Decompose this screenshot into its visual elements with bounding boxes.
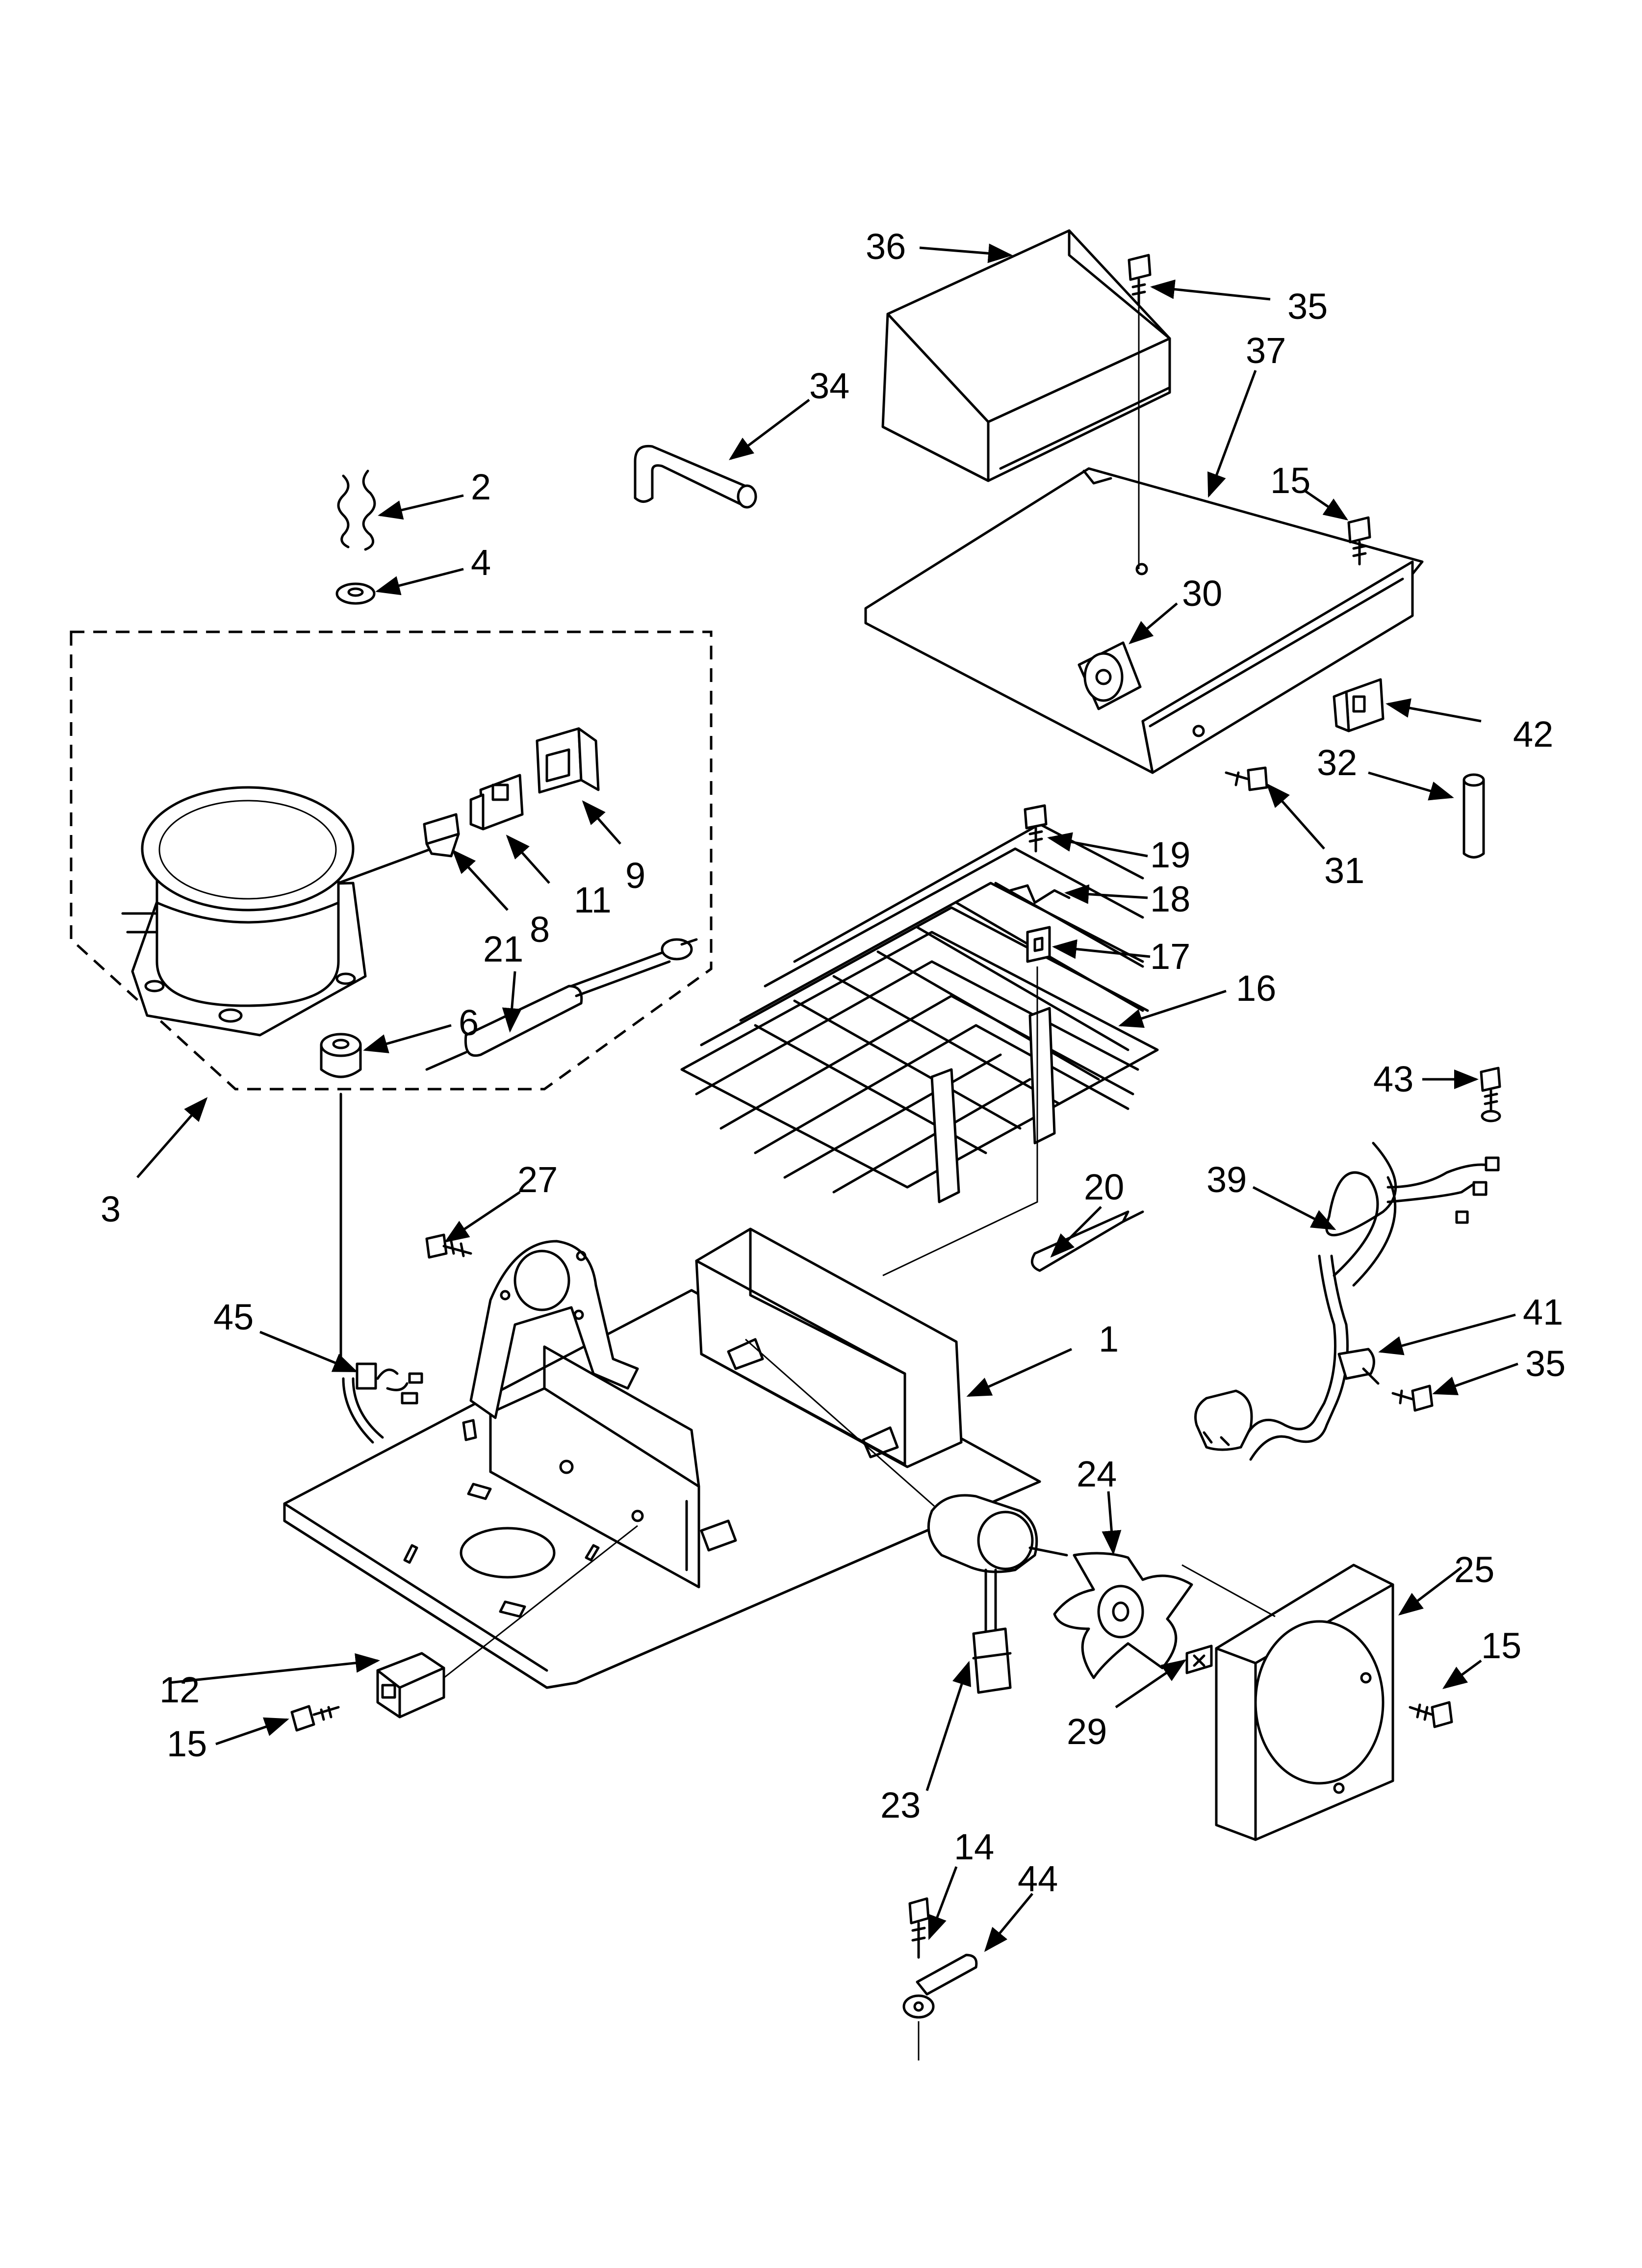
callout-32: 32 [1317,742,1357,783]
callout-43: 43 [1373,1059,1413,1099]
callout-labels: 36 35 37 34 15 2 4 30 42 32 31 9 11 8 19… [101,226,1565,1899]
callout-31: 31 [1324,850,1364,891]
base-pan [283,1227,1041,1689]
callout-29: 29 [1067,1711,1107,1752]
leader-lines [136,243,1518,1952]
power-cord [1194,1142,1500,1461]
callout-3: 3 [101,1189,121,1229]
guide-line-motor [745,1338,935,1507]
callout-23: 23 [880,1785,921,1825]
bracket-12 [376,1525,638,1719]
callout-30: 30 [1182,573,1222,614]
callout-34: 34 [809,365,849,406]
cord-clamp [1337,1348,1380,1385]
fan-clip [1185,1644,1213,1674]
callout-27: 27 [517,1159,558,1200]
ground-strap [902,1954,978,2019]
callout-16: 16 [1236,968,1276,1009]
compressor-kit-outline [70,630,713,1091]
guide-line-17 [882,966,1038,1277]
clip [337,469,376,551]
callout-25: 25 [1454,1549,1494,1590]
pin [1462,773,1485,859]
callout-18: 18 [1150,879,1190,919]
callout-45: 45 [213,1297,254,1337]
callout-11: 11 [574,880,612,920]
evaporator-coil [680,823,1159,1203]
callout-19: 19 [1150,834,1190,875]
drier [425,938,698,1071]
callout-24: 24 [1077,1454,1117,1494]
fan-motor [927,1494,1068,1694]
callout-41: 41 [1523,1292,1563,1332]
callout-15b: 15 [1481,1625,1521,1666]
screw-19 [1024,804,1048,853]
fan-bracket [469,1240,639,1419]
fan-shroud [1181,1564,1394,1841]
relay-cover [536,727,600,794]
washer [335,582,376,605]
chute-cover [881,229,1171,482]
screw-35-cord [1391,1384,1434,1412]
evaporator-bracket [864,467,1424,774]
screw-14 [908,1897,930,2060]
callout-17: 17 [1150,936,1190,977]
clip-17 [1026,926,1051,963]
fan-blade [1053,1552,1193,1679]
grommet [320,1033,362,1078]
overload [423,813,460,858]
callout-4: 4 [471,542,491,583]
callout-42: 42 [1513,714,1553,755]
callout-15: 15 [1270,460,1310,501]
callout-35: 35 [1287,286,1328,327]
clamp-18 [1009,884,1071,904]
callout-2: 2 [471,467,491,507]
callout-44: 44 [1018,1858,1058,1899]
screw-15-bracket [1347,516,1371,566]
relay [469,774,524,831]
compressor [121,786,433,1037]
callout-35b: 35 [1525,1343,1565,1384]
drain-tube [634,444,757,509]
callout-9: 9 [625,855,645,896]
callout-12: 12 [159,1669,200,1710]
screw-15-shroud [1409,1701,1453,1728]
callout-36: 36 [866,226,906,267]
callout-1: 1 [1099,1319,1119,1359]
callout-20: 20 [1084,1167,1124,1207]
callout-15c: 15 [167,1723,207,1764]
screw-31 [1225,766,1268,791]
terminal-block [1333,678,1385,732]
callout-6: 6 [459,1002,479,1043]
screw-35-top [1128,254,1152,569]
callout-21: 21 [483,929,523,969]
callout-37: 37 [1246,330,1286,371]
screw-27 [425,1233,472,1259]
callout-39: 39 [1206,1159,1247,1200]
timer-motor [1078,641,1142,710]
wire-harness [342,1362,423,1444]
callout-14: 14 [954,1826,994,1867]
screw-43 [1480,1067,1501,1122]
screw-15-left [290,1705,340,1732]
callout-8: 8 [530,909,550,950]
